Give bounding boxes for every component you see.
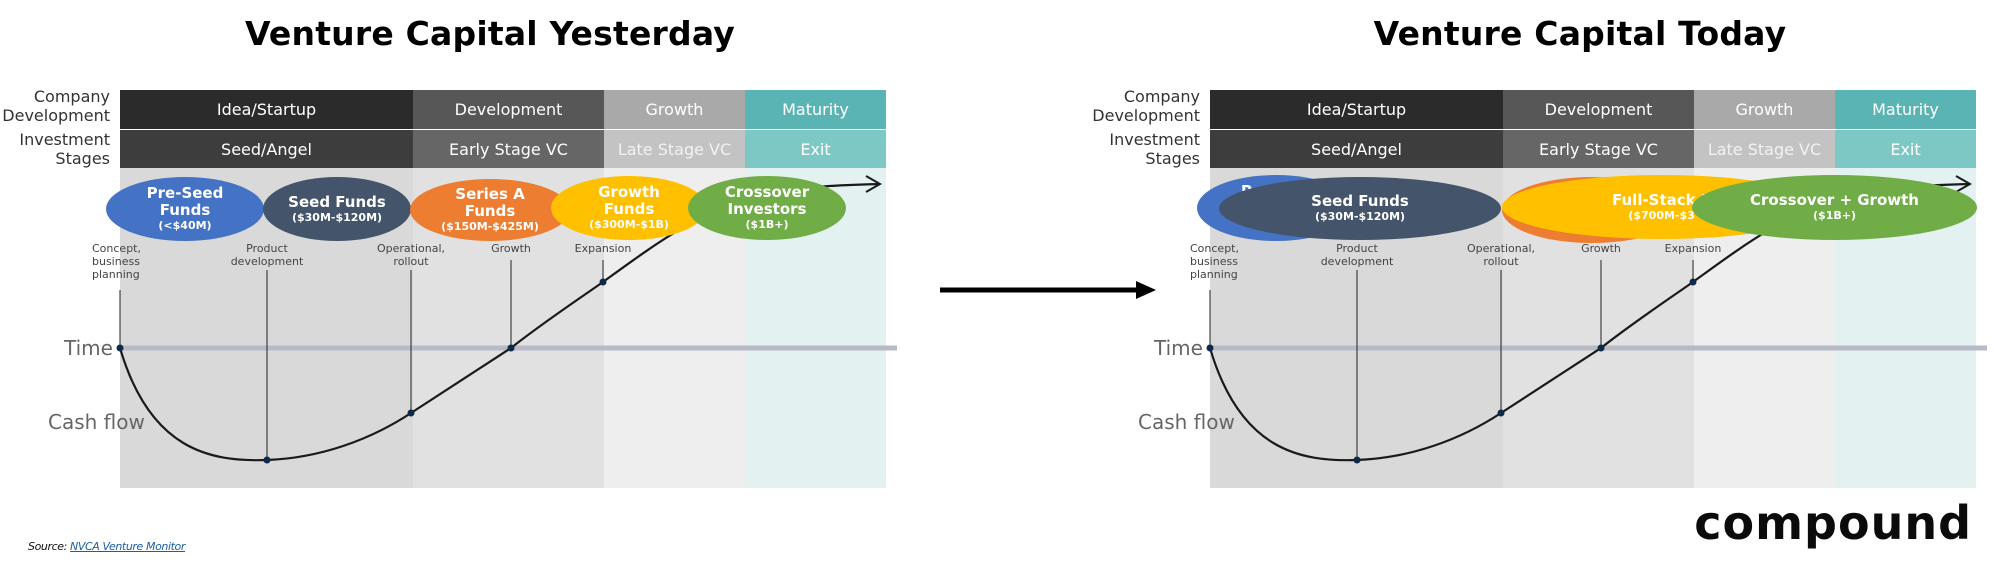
milestone-label-product: Product development: [230, 242, 304, 268]
stage-growth: Growth: [1694, 90, 1835, 129]
curve-arrowhead: [1955, 175, 1973, 193]
investment-early-stage-vc: Early Stage VC: [413, 130, 604, 168]
diagram-today: Company Development Investment Stages Id…: [1090, 0, 1990, 500]
fund-oval-crossover-growth: Crossover + Growth ($1B+): [1692, 175, 1977, 240]
investment-seed-angel: Seed/Angel: [120, 130, 413, 168]
milestone-label-operational: Operational, rollout: [376, 242, 446, 268]
stage-development: Development: [1503, 90, 1694, 129]
fund-oval-growth: Growth Funds ($300M-$1B): [551, 176, 707, 240]
milestone-dot-concept: [116, 344, 124, 352]
milestone-label-expansion: Expansion: [574, 242, 632, 255]
row-label-company-development: Company Development: [2, 87, 110, 125]
milestone-dot-operational: [1497, 409, 1505, 417]
milestone-dot-product: [263, 456, 271, 464]
milestone-label-expansion: Expansion: [1664, 242, 1722, 255]
title-today: Venture Capital Today: [1373, 14, 1787, 53]
milestone-label-product: Product development: [1320, 242, 1394, 268]
right-arrow-icon: [940, 281, 1156, 299]
fund-oval-seed: Seed Funds ($30M-$120M): [263, 177, 411, 241]
axis-label-time: Time: [1154, 336, 1203, 360]
row-label-company-development: Company Development: [1092, 87, 1200, 125]
stage-idea-startup: Idea/Startup: [1210, 90, 1503, 129]
compound-logo: compound: [1694, 496, 1972, 550]
stage-development: Development: [413, 90, 604, 129]
fund-oval-crossover: Crossover Investors ($1B+): [688, 176, 846, 240]
curve-arrowhead: [865, 175, 883, 193]
source-link[interactable]: NVCA Venture Monitor: [70, 540, 186, 553]
fund-oval-series-a: Series A Funds ($150M-$425M): [410, 179, 570, 241]
investment-late-stage-vc: Late Stage VC: [1694, 130, 1835, 168]
title-yesterday: Venture Capital Yesterday: [245, 14, 735, 53]
stage-growth: Growth: [604, 90, 745, 129]
fund-oval-pre-seed: Pre-Seed Funds (<$40M): [106, 177, 264, 241]
investment-exit: Exit: [745, 130, 886, 168]
investment-exit: Exit: [1835, 130, 1976, 168]
milestone-label-growth: Growth: [1581, 242, 1621, 255]
milestone-dot-concept: [1206, 344, 1214, 352]
source-note: Source: NVCA Venture Monitor: [28, 540, 186, 553]
fund-oval-seed: Seed Funds ($30M-$120M): [1219, 177, 1501, 240]
milestone-label-concept: Concept, business planning: [1190, 242, 1239, 281]
axis-label-time: Time: [64, 336, 113, 360]
investment-early-stage-vc: Early Stage VC: [1503, 130, 1694, 168]
row-label-investment-stages: Investment Stages: [1109, 130, 1200, 168]
milestone-dot-expansion: [599, 278, 607, 286]
investment-seed-angel: Seed/Angel: [1210, 130, 1503, 168]
investment-late-stage-vc: Late Stage VC: [604, 130, 745, 168]
milestone-dot-growth: [1597, 344, 1605, 352]
milestone-dot-growth: [507, 344, 515, 352]
milestone-dot-operational: [407, 409, 415, 417]
diagram-yesterday: Company Development Investment Stages Id…: [0, 0, 900, 500]
axis-label-cash-flow: Cash flow: [48, 410, 145, 434]
stage-maturity: Maturity: [1835, 90, 1976, 129]
milestone-dot-product: [1353, 456, 1361, 464]
row-label-investment-stages: Investment Stages: [19, 130, 110, 168]
milestone-label-growth: Growth: [491, 242, 531, 255]
stage-maturity: Maturity: [745, 90, 886, 129]
axis-label-cash-flow: Cash flow: [1138, 410, 1235, 434]
milestone-label-concept: Concept, business planning: [92, 242, 141, 281]
milestone-label-operational: Operational, rollout: [1466, 242, 1536, 268]
milestone-dot-expansion: [1689, 278, 1697, 286]
stage-idea-startup: Idea/Startup: [120, 90, 413, 129]
